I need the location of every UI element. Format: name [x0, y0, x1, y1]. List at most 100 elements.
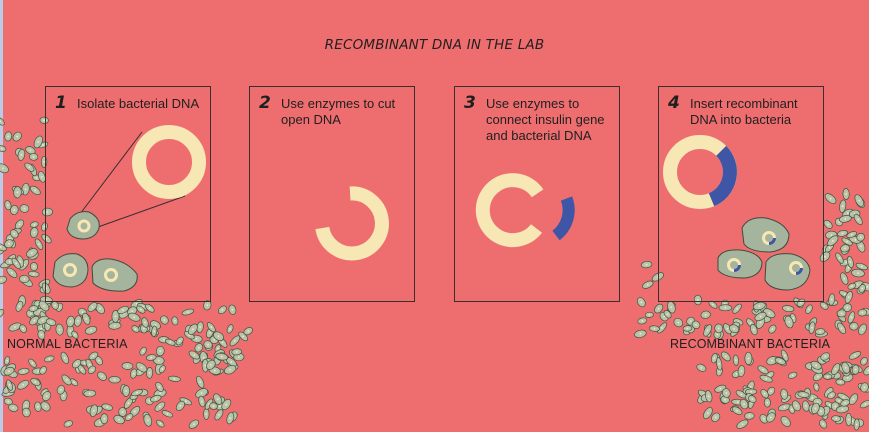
- background-bacterium: [0, 163, 9, 174]
- background-bacterium: [765, 412, 776, 423]
- opened-plasmid: [315, 186, 389, 261]
- background-bacterium: [721, 388, 731, 398]
- background-bacterium: [753, 301, 766, 311]
- background-bacterium: [198, 395, 206, 408]
- background-bacterium: [56, 385, 66, 395]
- background-bacterium: [637, 317, 648, 325]
- background-bacterium: [154, 401, 166, 412]
- background-bacterium: [810, 360, 822, 370]
- background-bacterium: [63, 420, 73, 428]
- background-bacterium: [819, 301, 829, 310]
- background-bacterium: [845, 412, 853, 427]
- step-number-1: 1: [55, 93, 67, 113]
- background-bacterium: [101, 403, 114, 411]
- background-bacterium: [213, 393, 223, 405]
- plasmid-ring-small: [104, 268, 118, 282]
- background-bacterium: [827, 391, 836, 400]
- background-bacterium: [194, 343, 204, 353]
- background-bacterium: [840, 244, 850, 253]
- background-bacterium: [744, 351, 753, 365]
- background-bacterium: [6, 379, 13, 391]
- background-bacterium: [700, 310, 711, 319]
- background-bacterium: [82, 312, 91, 325]
- background-bacterium: [703, 407, 713, 420]
- background-bacterium: [8, 322, 22, 332]
- background-bacterium: [696, 363, 707, 372]
- background-bacterium: [796, 298, 806, 307]
- background-bacterium: [181, 308, 195, 316]
- background-bacterium: [842, 188, 850, 200]
- background-bacterium: [822, 373, 833, 380]
- background-bacterium: [858, 284, 866, 293]
- background-bacterium: [41, 207, 53, 217]
- background-bacterium: [108, 376, 121, 384]
- background-bacterium: [840, 399, 851, 407]
- background-bacterium: [831, 415, 842, 422]
- background-bacterium: [760, 389, 769, 399]
- background-bacterium: [27, 270, 40, 278]
- background-bacterium: [206, 359, 216, 370]
- background-bacterium: [130, 368, 138, 379]
- step-number-4: 4: [668, 93, 680, 113]
- background-bacterium: [823, 219, 833, 229]
- background-bacterium: [158, 365, 166, 374]
- background-bacterium: [42, 391, 52, 402]
- background-bacterium: [651, 272, 665, 282]
- background-bacterium: [33, 135, 43, 149]
- background-bacterium: [797, 391, 810, 398]
- background-bacterium: [744, 412, 755, 420]
- background-bacterium: [847, 255, 854, 269]
- background-bacterium: [136, 305, 146, 314]
- background-bacterium: [97, 371, 107, 381]
- background-bacterium: [805, 304, 813, 314]
- background-bacterium: [139, 346, 147, 356]
- background-bacterium: [840, 272, 849, 285]
- background-bacterium: [828, 293, 836, 306]
- background-bacterium: [231, 348, 243, 356]
- background-bacterium: [14, 219, 25, 230]
- background-bacterium: [766, 356, 778, 366]
- background-bacterium: [26, 248, 38, 258]
- step-text-3: Use enzymes to connect insulin gene and …: [486, 96, 605, 143]
- background-bacterium: [848, 351, 862, 360]
- plasmid-ring-small: [63, 263, 77, 277]
- background-bacterium: [858, 323, 867, 336]
- background-bacterium: [841, 361, 851, 374]
- background-bacterium: [29, 185, 41, 196]
- bacterium-cell: [66, 211, 100, 240]
- caption-normal-bacteria: NORMAL BACTERIA: [7, 337, 128, 351]
- background-bacterium: [155, 381, 164, 393]
- background-bacterium: [791, 400, 801, 412]
- background-bacterium: [3, 366, 15, 376]
- background-bacterium: [757, 365, 769, 375]
- background-bacterium: [729, 324, 740, 334]
- background-bacterium: [718, 304, 733, 312]
- background-bacterium: [4, 131, 13, 142]
- background-bacterium: [815, 328, 826, 335]
- background-bacterium: [739, 398, 749, 410]
- background-bacterium: [720, 351, 731, 362]
- background-bacterium: [768, 324, 777, 334]
- background-bacterium: [29, 227, 39, 238]
- bacterial-dna-fragment: [475, 173, 544, 248]
- background-bacterium: [835, 378, 846, 386]
- background-bacterium: [12, 131, 22, 142]
- background-bacterium: [634, 329, 647, 338]
- background-bacterium: [640, 261, 653, 269]
- background-bacterium: [171, 316, 179, 326]
- background-bacterium: [41, 282, 51, 294]
- background-bacterium: [691, 320, 701, 329]
- background-bacterium: [29, 221, 39, 228]
- background-bacterium: [787, 371, 798, 379]
- background-bacterium: [11, 257, 21, 270]
- background-bacterium: [749, 323, 758, 336]
- background-bacterium: [38, 300, 50, 312]
- insulin-segment-small: [795, 267, 803, 275]
- background-bacterium: [4, 200, 12, 211]
- background-bacterium: [732, 303, 742, 314]
- background-bacterium: [0, 309, 5, 318]
- background-bacterium: [165, 338, 176, 346]
- background-bacterium: [45, 318, 57, 326]
- background-bacterium: [802, 400, 810, 412]
